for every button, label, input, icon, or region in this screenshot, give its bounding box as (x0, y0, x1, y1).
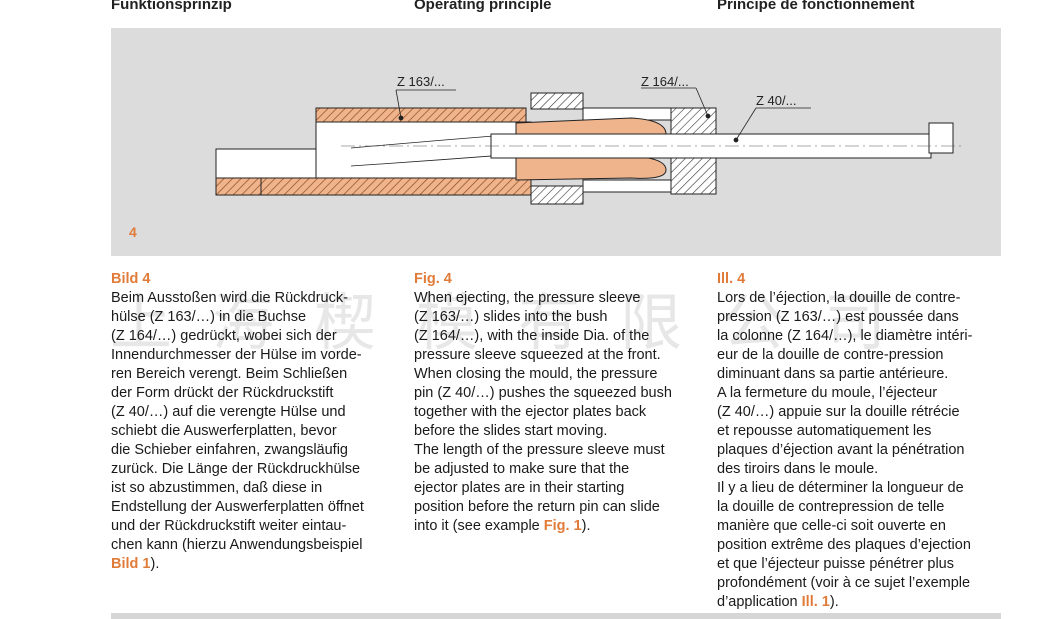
column-english: Fig. 4 When ejecting, the pressure sleev… (414, 270, 704, 536)
text-line: hülse (Z 163/…) in die Buchse (111, 309, 307, 325)
text-german: Beim Ausstoßen wird die Rückdruck-hülse … (111, 289, 401, 555)
text-line: diminuant dans sa partie antérieure. (717, 366, 949, 382)
text-line: (Z 40/…) appuie sur la douille rétrécie (717, 404, 960, 420)
text-line: When closing the mould, the pressure (414, 366, 658, 382)
text-line: Innendurchmesser der Hülse im vorde- (111, 347, 362, 363)
text-line: (Z 163/…) slides into the bush (414, 309, 608, 325)
text-english: When ejecting, the pressure sleeve (Z 163… (414, 289, 704, 517)
text-line: (Z 40/…) auf die verengte Hülse und (111, 404, 346, 420)
ref-german-tail: ). (150, 556, 160, 572)
text-line: Il y a lieu de déterminer la longueur de (717, 480, 964, 496)
text-line: The length of the pressure sleeve must (414, 442, 665, 458)
ref-french-tail: ). (829, 594, 839, 610)
text-line: et repousse automatiquement les (717, 423, 932, 439)
caption-english: Fig. 4 (414, 271, 452, 287)
text-line: (Z 164/…), with the inside Dia. of the (414, 328, 650, 344)
text-line: before the slides start moving. (414, 423, 608, 439)
text-line: When ejecting, the pressure sleeve (414, 290, 641, 306)
german-last-line: Bild 1). (111, 555, 401, 574)
text-line: chen kann (hierzu Anwendungsbeispiel (111, 537, 363, 553)
pressure-pin-z40 (341, 122, 961, 159)
text-line: schiebt die Auswerferplatten, bevor (111, 423, 337, 439)
ref-german[interactable]: Bild 1 (111, 556, 151, 572)
leader-lines (395, 87, 811, 143)
caption-german: Bild 4 (111, 271, 151, 287)
text-line: profondément (voir à ce sujet l’exemple (717, 575, 971, 591)
ref-english[interactable]: Fig. 1 (543, 518, 582, 534)
text-line: position extrême des plaques d’ejection (717, 537, 971, 553)
text-line: Endstellung der Auswerferplatten öffnet (111, 499, 364, 515)
column-french: Ill. 4 Lors de l’éjection, la douille de… (717, 270, 1007, 612)
text-line: des tiroirs dans le moule. (717, 461, 879, 477)
text-french: Lors de l’éjection, la douille de contre… (717, 289, 1007, 593)
figure-number: 4 (129, 224, 137, 240)
text-line: pin (Z 40/…) pushes the squeezed bush (414, 385, 672, 401)
text-line: (Z 164/…) gedrückt, wobei sich der (111, 328, 337, 344)
header-french: Principe de fonctionnement (717, 0, 915, 13)
ref-french[interactable]: Ill. 1 (801, 594, 830, 610)
header-english: Operating principle (414, 0, 552, 13)
text-line: manière que celle-ci soit ouverte en (717, 518, 946, 534)
text-line: be adjusted to make sure that the (414, 461, 630, 477)
column-german: Bild 4 Beim Ausstoßen wird die Rückdruck… (111, 270, 401, 574)
text-line: et que l’éjecteur puisse pénétrer plus (717, 556, 954, 572)
text-line: und der Rückdruckstift weiter eintau- (111, 518, 347, 534)
text-line: Lors de l’éjection, la douille de contre… (717, 290, 961, 306)
text-line: eur de la douille de contre-pression (717, 347, 944, 363)
header-german: Funktionsprinzip (111, 0, 232, 13)
text-line: plaques d’éjection avant la pénétration (717, 442, 965, 458)
callout-z40: Z 40/... (756, 93, 796, 108)
text-line: la colonne (Z 164/…), le diamètre intéri… (717, 328, 973, 344)
text-line: ren Bereich verengt. Beim Schließen (111, 366, 348, 382)
text-line: Beim Ausstoßen wird die Rückdruck- (111, 290, 348, 306)
caption-french: Ill. 4 (717, 271, 746, 287)
text-line: ist so abzustimmen, daß diese in (111, 480, 323, 496)
text-line: position before the return pin can slide (414, 499, 660, 515)
technical-drawing: Z 163/... Z 164/... Z 40/... (215, 74, 961, 205)
text-line: pressure sleeve squeezed at the front. (414, 347, 661, 363)
pressure-sleeve-z163 (215, 107, 532, 196)
french-last-pre: d’application (717, 594, 802, 610)
ref-english-tail: ). (581, 518, 591, 534)
text-line: zurück. Die Länge der Rückdruckhülse (111, 461, 361, 477)
text-line: der Form drückt der Rückdruckstift (111, 385, 334, 401)
bottom-panel-edge (111, 613, 1001, 619)
french-last-line: d’application Ill. 1). (717, 593, 1007, 612)
text-line: A la fermeture du moule, l’éjecteur (717, 385, 938, 401)
callout-z163: Z 163/... (397, 74, 445, 89)
callout-z164: Z 164/... (641, 74, 689, 89)
text-line: ejector plates are in their starting (414, 480, 625, 496)
text-line: la douille de contrepression de telle (717, 499, 945, 515)
text-line: pression (Z 163/…) est poussée dans (717, 309, 959, 325)
figure-panel: Z 163/... Z 164/... Z 40/... 4 (111, 28, 1001, 256)
text-line: die Schieber einfahren, zwangsläufig (111, 442, 348, 458)
english-last-line: into it (see example Fig. 1). (414, 517, 704, 536)
text-line: together with the ejector plates back (414, 404, 647, 420)
english-last-pre: into it (see example (414, 518, 544, 534)
